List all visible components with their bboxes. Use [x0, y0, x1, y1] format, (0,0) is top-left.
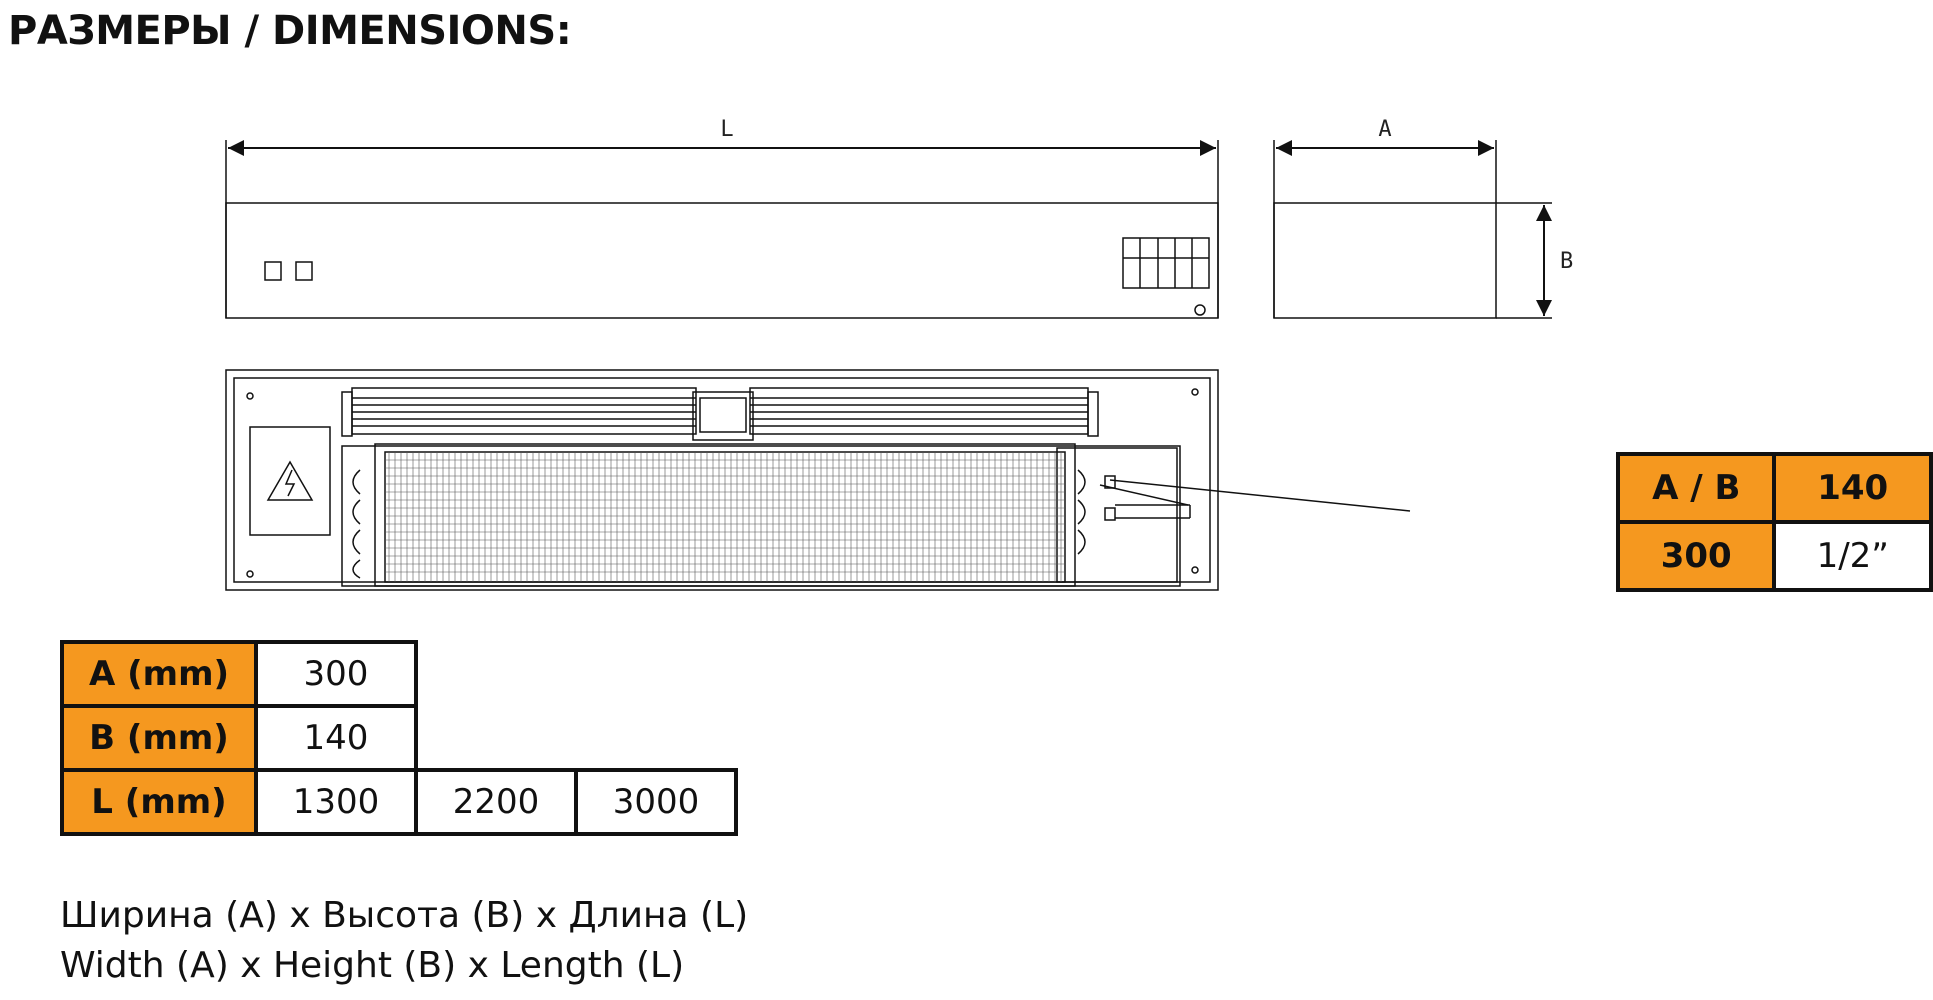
table-row: A (mm) 300 — [60, 640, 736, 708]
cell-l-value-2: 2200 — [414, 768, 578, 836]
table-row: B (mm) 140 — [60, 704, 736, 772]
connection-header-140: 140 — [1772, 452, 1933, 524]
cell-l-value-3: 3000 — [574, 768, 738, 836]
caption-english: Width (A) x Height (B) x Length (L) — [60, 945, 685, 986]
cell-l-value-1: 1300 — [254, 768, 418, 836]
connection-table: A / B 140 300 1/2” — [1615, 452, 1933, 592]
dim-label-l: L — [720, 117, 733, 142]
top-view — [225, 369, 1411, 591]
empty-cell — [416, 706, 576, 770]
page-title: РАЗМЕРЫ / DIMENSIONS: — [8, 8, 572, 54]
empty-cell — [576, 706, 736, 770]
row-label-l: L (mm) — [60, 768, 258, 836]
cell-b-value: 140 — [254, 704, 418, 772]
dim-label-b: B — [1560, 249, 1573, 274]
dim-label-a: A — [1378, 117, 1391, 142]
row-label-a: A (mm) — [60, 640, 258, 708]
side-view — [1273, 140, 1552, 319]
front-view — [225, 140, 1219, 319]
empty-cell — [576, 642, 736, 706]
caption-russian: Ширина (A) x Высота (B) x Длина (L) — [60, 895, 749, 936]
empty-cell — [416, 642, 576, 706]
dimensions-table: A (mm) 300 B (mm) 140 L (mm) 1300 2200 3… — [60, 640, 738, 836]
cell-a-value: 300 — [254, 640, 418, 708]
connection-header-ab: A / B — [1615, 452, 1777, 524]
exchanger-fins — [388, 452, 1062, 582]
row-label-b: B (mm) — [60, 704, 258, 772]
connection-row-label: 300 — [1615, 520, 1777, 592]
table-row: L (mm) 1300 2200 3000 — [60, 768, 738, 836]
connection-row-value: 1/2” — [1772, 520, 1933, 592]
